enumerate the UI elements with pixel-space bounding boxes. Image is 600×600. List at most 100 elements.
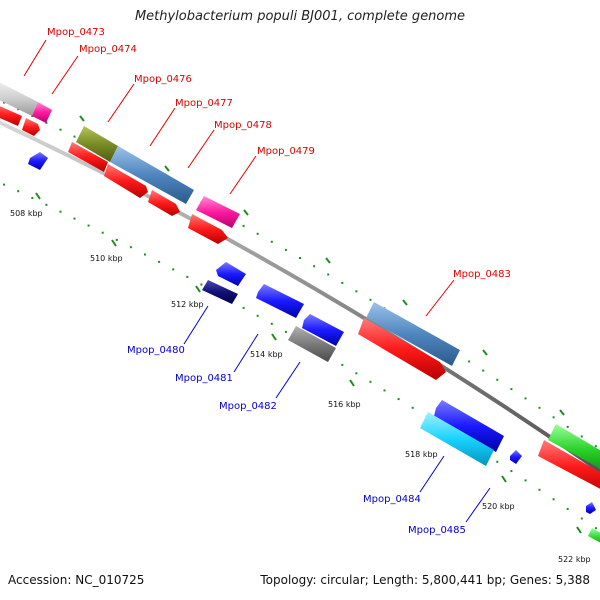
map-title: Methylobacterium populi BJ001, complete … xyxy=(134,9,466,24)
ruler-dot xyxy=(299,257,301,259)
ruler-dot xyxy=(482,369,485,372)
gene-label-mpop-0479: Mpop_0479 xyxy=(257,146,315,157)
ruler-tick xyxy=(349,379,355,387)
ruler-dot xyxy=(73,135,76,138)
ruler-dot xyxy=(355,372,358,375)
ruler-tick xyxy=(576,526,582,534)
cds-arrow xyxy=(104,164,148,198)
gene-feature-olive xyxy=(76,126,118,162)
gene-feature-navy xyxy=(202,280,238,304)
ruler-dot xyxy=(31,197,34,199)
ruler-dot xyxy=(129,246,132,249)
cds-arrow xyxy=(0,106,22,126)
gene-label-mpop-0473: Mpop_0473 xyxy=(47,27,105,38)
topology-text: Topology: circular; Length: 5,800,441 bp… xyxy=(260,573,590,587)
ruler-label: 516 kbp xyxy=(328,400,361,409)
gene-label-mpop-0480: Mpop_0480 xyxy=(127,345,185,356)
gene-label-mpop-0483: Mpop_0483 xyxy=(453,269,511,280)
cds-arrow-reverse xyxy=(28,152,48,170)
leader-line xyxy=(149,107,176,147)
gene-label-mpop-0474: Mpop_0474 xyxy=(79,44,137,55)
ruler-dot xyxy=(580,435,583,438)
reverse-features xyxy=(28,152,600,543)
ruler-dot xyxy=(186,275,189,278)
ruler-dot xyxy=(341,281,344,284)
ruler-dot xyxy=(566,507,569,510)
leader-lines xyxy=(23,39,491,523)
leader-line xyxy=(419,455,445,493)
ruler-dot xyxy=(59,128,62,131)
gene-label-mpop-0477: Mpop_0477 xyxy=(175,98,233,109)
ruler-dot xyxy=(270,322,273,325)
ruler-tick xyxy=(325,257,331,264)
gene-feature-pink xyxy=(32,102,52,123)
gene-label-mpop-0484: Mpop_0484 xyxy=(363,494,421,505)
ruler-dot xyxy=(538,488,541,491)
ruler-tick xyxy=(111,239,117,247)
gene-feature-pink xyxy=(196,196,240,228)
genome-backbone xyxy=(0,120,600,474)
cds-arrow-reverse xyxy=(434,400,504,452)
ruler-label: 510 kbp xyxy=(90,254,123,263)
leader-line xyxy=(275,361,301,399)
ruler-dot xyxy=(200,283,203,286)
ruler-dot xyxy=(369,380,372,383)
gene-label-mpop-0485: Mpop_0485 xyxy=(408,525,466,536)
ruler-dot xyxy=(17,190,20,193)
leader-line xyxy=(23,39,47,77)
leader-line xyxy=(107,83,135,123)
ruler-dot xyxy=(524,479,527,482)
cds-arrow-reverse xyxy=(510,450,522,464)
ruler-tick xyxy=(243,209,249,216)
ruler-dot xyxy=(270,240,273,243)
ruler-dot xyxy=(538,406,541,409)
ruler-dot xyxy=(594,445,597,448)
gene-feature-steel xyxy=(110,146,194,204)
gene-feature-gray xyxy=(0,82,38,116)
ruler-dot xyxy=(496,460,499,463)
ruler-dot xyxy=(87,224,90,227)
cds-arrow xyxy=(22,118,40,136)
leader-line xyxy=(187,129,215,169)
ruler-dot xyxy=(144,253,146,256)
leader-line xyxy=(183,305,209,345)
leader-line xyxy=(425,279,455,317)
ruler-dot xyxy=(566,425,569,428)
ruler-dot xyxy=(242,224,245,227)
ruler-dot xyxy=(45,121,48,124)
gene-feature-green xyxy=(588,528,600,543)
ruler-dot xyxy=(242,306,245,309)
ruler-dot xyxy=(369,298,372,301)
gene-feature-darkgray xyxy=(288,326,336,362)
cds-arrow xyxy=(148,190,180,216)
leader-line xyxy=(229,155,257,195)
ruler-ticks xyxy=(35,115,582,534)
ruler-tick xyxy=(164,165,170,172)
ruler-dot xyxy=(397,398,400,401)
ruler-tick xyxy=(402,299,408,306)
ruler-dot xyxy=(510,388,513,391)
ruler-dot xyxy=(552,416,555,419)
ruler-tick xyxy=(271,333,277,341)
ruler-tick xyxy=(195,285,201,293)
leader-line xyxy=(233,333,259,373)
cds-arrow xyxy=(358,318,446,380)
ruler-dot xyxy=(510,470,513,473)
ruler-dot xyxy=(383,389,386,392)
gene-feature-steel xyxy=(366,302,460,366)
ruler-dot xyxy=(594,527,597,530)
ruler-tick xyxy=(79,115,85,122)
cds-arrow xyxy=(188,214,228,244)
cds-arrow xyxy=(68,142,108,172)
ruler-dot xyxy=(3,183,6,186)
accession-text: Accession: NC_010725 xyxy=(8,573,145,587)
ruler-dot xyxy=(256,314,259,317)
ruler-tick xyxy=(559,409,565,416)
ruler-dot xyxy=(172,268,175,271)
ruler-dot xyxy=(468,360,471,363)
ruler-dot xyxy=(284,248,287,251)
ruler-labels: 508 kbp 510 kbp 512 kbp 514 kbp 516 kbp … xyxy=(10,209,591,564)
ruler-dot xyxy=(284,330,287,333)
